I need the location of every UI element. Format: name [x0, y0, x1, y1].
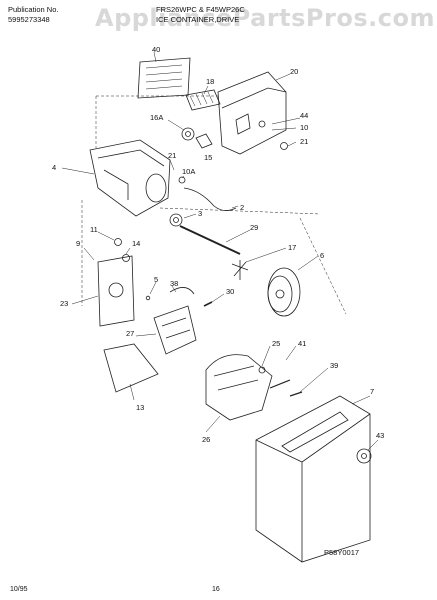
part-27-actuator: [153, 305, 197, 355]
callout-18: 18: [206, 77, 214, 86]
callout-14: 14: [132, 239, 140, 248]
callout-38: 38: [170, 279, 178, 288]
callout-30: 30: [226, 287, 234, 296]
callout-29: 29: [250, 223, 258, 232]
callout-43: 43: [376, 431, 384, 440]
callout-39: 39: [330, 361, 338, 370]
callout-16a: 16A: [150, 113, 163, 122]
callout-7: 7: [370, 387, 374, 396]
page-number: 16: [212, 586, 220, 593]
callout-21-right: 21: [300, 137, 308, 146]
callout-10a: 10A: [182, 167, 195, 176]
part-26-housing: [205, 354, 273, 421]
callout-26: 26: [202, 435, 210, 444]
part-14: [122, 254, 130, 262]
part-16a: [181, 127, 195, 141]
callout-6: 6: [320, 251, 324, 260]
part-10a: [178, 176, 186, 184]
part-13-door: [103, 343, 159, 393]
callout-25: 25: [272, 339, 280, 348]
part-43: [356, 448, 372, 464]
callout-41: 41: [298, 339, 306, 348]
part-5: [145, 295, 151, 301]
callout-17: 17: [288, 243, 296, 252]
callout-20: 20: [290, 67, 298, 76]
callout-40: 40: [152, 45, 160, 54]
publication-label: Publication No.: [8, 5, 59, 14]
part-23-plate: [97, 255, 135, 327]
part-20-bracket: [217, 71, 287, 155]
part-18-motor: [185, 89, 221, 111]
part-21-right: [280, 142, 288, 150]
part-30: [203, 301, 213, 307]
part-39: [289, 391, 303, 397]
part-11: [114, 238, 122, 246]
part-38: [169, 287, 195, 295]
watermark: AppliancePartsPros.com: [95, 4, 435, 32]
callout-9: 9: [76, 239, 80, 248]
part-25: [258, 366, 266, 374]
callout-10: 10: [300, 123, 308, 132]
part-15: [195, 133, 213, 149]
callout-3: 3: [198, 209, 202, 218]
callout-13: 13: [136, 403, 144, 412]
part-2-cable: [183, 187, 237, 211]
part-29-rod: [179, 225, 241, 255]
part-3: [169, 213, 183, 227]
part-41: [269, 379, 291, 389]
model-numbers: FRS26WPC & F45WP26C: [156, 5, 245, 14]
footer-date: 10/95: [10, 586, 28, 593]
callout-2: 2: [240, 203, 244, 212]
part-4-housing: [89, 139, 171, 217]
part-17: [231, 260, 249, 280]
section-title: ICE CONTAINER,DRIVE: [156, 15, 240, 24]
callout-44: 44: [300, 111, 308, 120]
callout-5: 5: [154, 275, 158, 284]
callout-15: 15: [204, 153, 212, 162]
part-40-panel: [137, 57, 191, 99]
callout-23: 23: [60, 299, 68, 308]
diagram-code: P58Y0017: [324, 548, 360, 557]
callout-21-left: 21: [168, 151, 176, 160]
callout-27: 27: [126, 329, 134, 338]
publication-number: 5995273348: [8, 15, 50, 24]
callout-4: 4: [52, 163, 56, 172]
part-7-bin: [255, 395, 371, 563]
callout-11: 11: [90, 225, 98, 234]
